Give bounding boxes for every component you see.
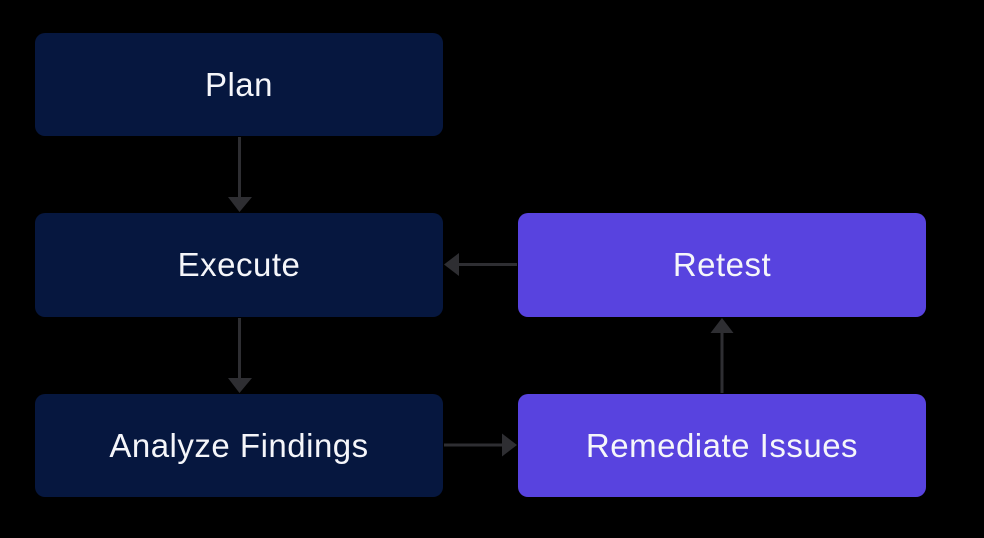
- edge-retest-execute: [444, 253, 517, 276]
- node-analyze-findings: Analyze Findings: [35, 394, 443, 497]
- node-retest-label: Retest: [672, 246, 772, 283]
- node-execute-label: Execute: [177, 246, 301, 283]
- node-analyze-findings-label: Analyze Findings: [109, 426, 369, 464]
- node-plan: Plan: [35, 33, 443, 136]
- node-plan-label: Plan: [204, 65, 274, 103]
- edge-remediate-retest: [710, 318, 734, 393]
- node-remediate-issues-label: Remediate Issues: [585, 426, 859, 464]
- node-retest: Retest: [518, 213, 926, 317]
- edge-execute-analyze: [228, 318, 252, 393]
- edge-plan-execute: [228, 137, 252, 212]
- edge-analyze-remediate: [444, 433, 517, 457]
- node-remediate-issues: Remediate Issues: [518, 394, 926, 497]
- node-execute: Execute: [35, 213, 443, 317]
